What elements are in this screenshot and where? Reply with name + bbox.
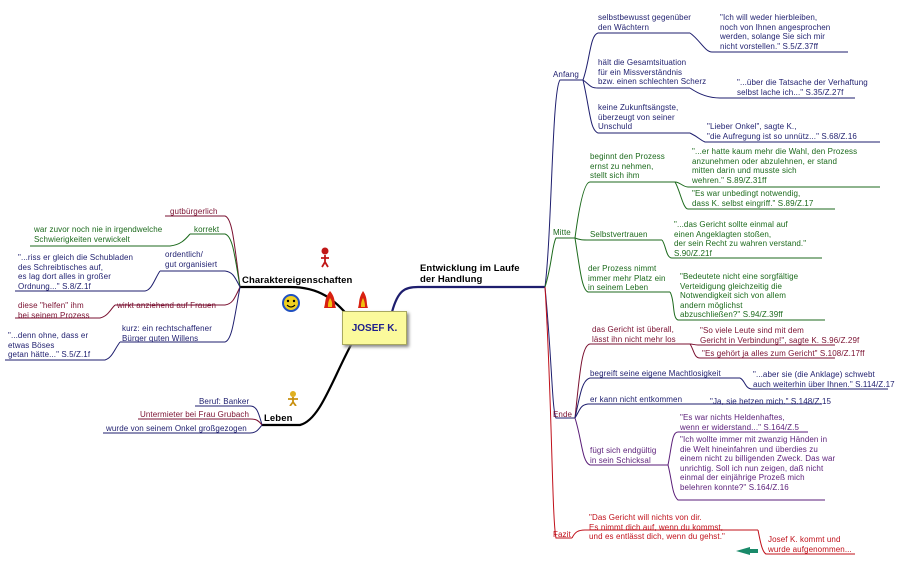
ende-quote-3: "Ja, sie hetzen mich." S.148/Z.15 — [710, 397, 832, 406]
phase-fazit[interactable]: Fazit — [553, 530, 571, 539]
phase-anfang[interactable]: Anfang — [553, 70, 579, 79]
branch-charaktereigenschaften[interactable]: Charaktereigenschaften — [242, 275, 353, 286]
fazit-quote: "Das Gericht will nichts von dir. Es nim… — [589, 513, 725, 541]
arrow-icon — [736, 547, 758, 555]
ende-topic-4: fügt sich endgültig in sein Schicksal — [590, 446, 657, 465]
mitte-quote-1b: "Es war unbedingt notwendig, dass K. sel… — [692, 189, 814, 208]
charakter-frauen: wirkt anziehend auf Frauen — [117, 301, 217, 310]
ende-topic-3: er kann nicht entkommen — [590, 395, 683, 404]
leben-untermieter: Untermieter bei Frau Grubach — [140, 410, 250, 419]
ende-quote-4a: "Es war nichts Heldenhaftes, wenn er wid… — [680, 413, 799, 432]
charakter-rechtschaffen-quote: "...denn ohne, dass er etwas Böses getan… — [8, 331, 91, 359]
anfang-topic-1: selbstbewusst gegenüber den Wächtern — [598, 13, 692, 32]
charakter-gutbuergerlich: gutbürgerlich — [170, 207, 218, 216]
ende-quote-1a: "So viele Leute sind mit dem Gericht in … — [700, 326, 860, 345]
fazit-note: Josef K. kommt und wurde aufgenommen... — [768, 535, 852, 554]
phase-ende[interactable]: Ende — [553, 410, 573, 419]
charakter-korrekt: korrekt — [194, 225, 220, 234]
flame-icon-2 — [358, 291, 368, 308]
ende-topic-2: begreift seine eigene Machtlosigkeit — [590, 369, 721, 378]
charakter-frauen-detail: diese "helfen" ihm bei seinem Prozess — [18, 301, 90, 320]
leben-beruf: Beruf: Banker — [199, 397, 250, 406]
mitte-quote-2: "...das Gericht sollte einmal auf einen … — [674, 220, 807, 258]
anfang-topic-3: keine Zukunftsängste, überzeugt von sein… — [598, 103, 679, 131]
anfang-topic-2: hält die Gesamtsituation für ein Missver… — [598, 58, 707, 86]
branch-entwicklung[interactable]: Entwicklung im Laufe der Handlung — [420, 263, 520, 285]
ende-topic-1: das Gericht ist überall, lässt ihn nicht… — [592, 325, 676, 344]
leben-onkel: wurde von seinem Onkel großgezogen — [106, 424, 247, 433]
mitte-topic-2: Selbstvertrauen — [590, 230, 648, 239]
anfang-quote-1: "Ich will weder hierbleiben, noch von Ih… — [720, 13, 831, 51]
charakter-korrekt-detail: war zuvor noch nie in irgendwelche Schwi… — [34, 225, 163, 244]
charakter-ordentlich: ordentlich/ gut organisiert — [165, 250, 218, 269]
charakter-rechtschaffen: kurz: ein rechtschaffener Bürger guten W… — [122, 324, 212, 343]
mitte-quote-3: "Bedeutete nicht eine sorgfältige Vertei… — [680, 272, 799, 319]
thinking-person-icon — [321, 247, 329, 268]
smiley-icon — [282, 294, 300, 312]
ende-quote-1b: "Es gehört ja alles zum Gericht" S.108/Z… — [702, 349, 865, 358]
mitte-quote-1a: "...er hatte kaum mehr die Wahl, den Pro… — [692, 147, 858, 185]
anfang-quote-3: "Lieber Onkel", sagte K., "die Aufregung… — [707, 122, 857, 141]
branch-leben[interactable]: Leben — [264, 413, 293, 424]
phase-mitte[interactable]: Mitte — [553, 228, 571, 237]
central-topic[interactable]: JOSEF K. — [342, 311, 407, 345]
charakter-ordentlich-quote: "...riss er gleich die Schubladen des Sc… — [18, 253, 134, 291]
ende-quote-2: "...aber sie (die Anklage) schwebt auch … — [753, 370, 895, 389]
mitte-topic-3: der Prozess nimmt immer mehr Platz ein i… — [588, 264, 666, 292]
ende-quote-4b: "Ich wollte immer mit zwanzig Händen in … — [680, 435, 836, 492]
flame-icon — [324, 291, 336, 308]
money-person-icon — [288, 391, 298, 406]
mitte-topic-1: beginnt den Prozess ernst zu nehmen, ste… — [590, 152, 665, 180]
anfang-quote-2: "...über die Tatsache der Verhaftung sel… — [737, 78, 868, 97]
